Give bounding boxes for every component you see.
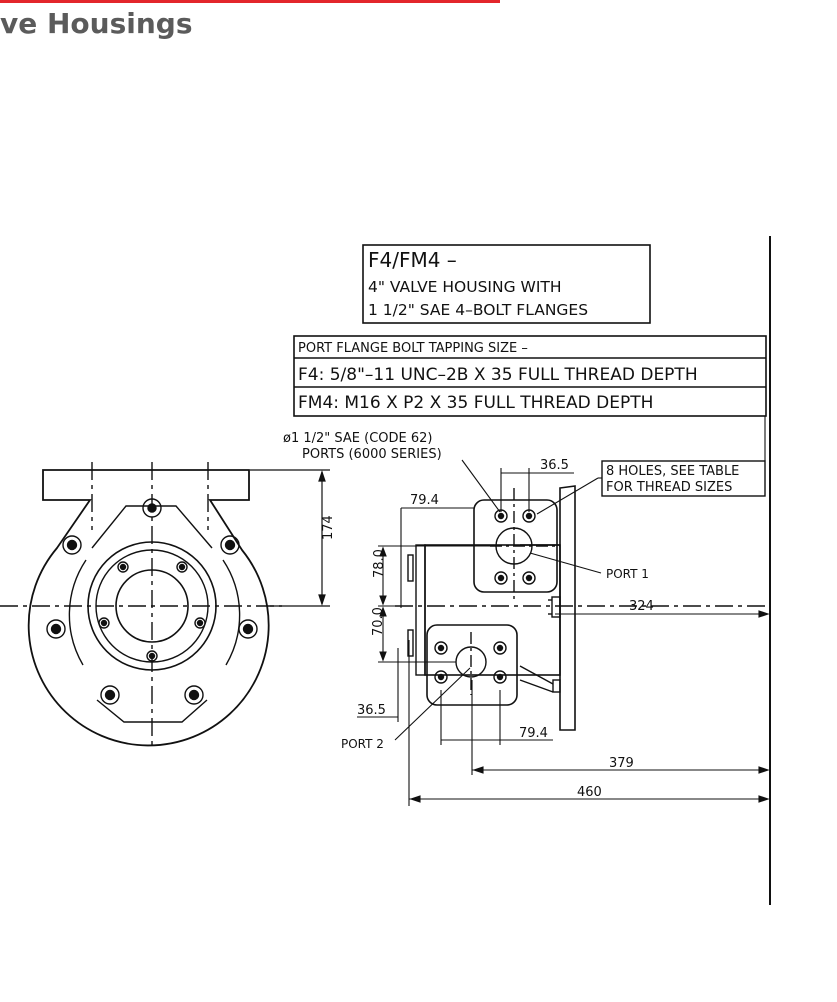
title-box — [362, 244, 651, 324]
housing-end-view — [0, 462, 282, 750]
dim-bottom-79-4-label: 79.4 — [519, 726, 548, 741]
dim-top-36-5-label: 36.5 — [540, 458, 569, 473]
side-view-dimensions — [357, 468, 770, 806]
tapping-table-row-fm4: FM4: M16 X P2 X 35 FULL THREAD DEPTH — [298, 393, 653, 413]
dim-460-label: 460 — [577, 785, 602, 800]
port-1-label: PORT 1 — [606, 567, 649, 581]
tapping-table-row-f4: F4: 5/8"–11 UNC–2B X 35 FULL THREAD DEPT… — [298, 365, 698, 385]
page-title: ve Housings — [0, 7, 193, 40]
header-accent-rule — [0, 0, 500, 3]
port-2-label: PORT 2 — [341, 737, 384, 751]
dimension-174 — [250, 469, 330, 607]
tapping-table-heading: PORT FLANGE BOLT TAPPING SIZE – — [298, 341, 528, 356]
housing-side-view — [395, 485, 770, 731]
holes-note-line-2: FOR THREAD SIZES — [606, 480, 732, 495]
ports-note-line-1: ø1 1/2" SAE (CODE 62) — [283, 431, 432, 446]
dim-324-label: 324 — [629, 599, 654, 614]
dim-top-79-4-label: 79.4 — [410, 493, 439, 508]
housing-bolt-holes — [46, 498, 258, 705]
title-line-3: 1 1/2" SAE 4–BOLT FLANGES — [368, 301, 588, 319]
title-line-2: 4" VALVE HOUSING WITH — [368, 278, 562, 296]
holes-note-line-1: 8 HOLES, SEE TABLE — [606, 464, 739, 479]
dim-174-label: 174 — [321, 515, 336, 540]
dim-70-0-label: 70.0 — [371, 607, 386, 636]
dim-78-0-label: 78.0 — [372, 549, 387, 578]
ports-note-line-2: PORTS (6000 SERIES) — [302, 447, 442, 462]
leader-lines — [394, 416, 766, 741]
dim-bottom-36-5-label: 36.5 — [357, 703, 386, 718]
title-line-1: F4/FM4 – — [368, 248, 457, 272]
tapping-table — [293, 335, 767, 417]
dim-379-label: 379 — [609, 756, 634, 771]
